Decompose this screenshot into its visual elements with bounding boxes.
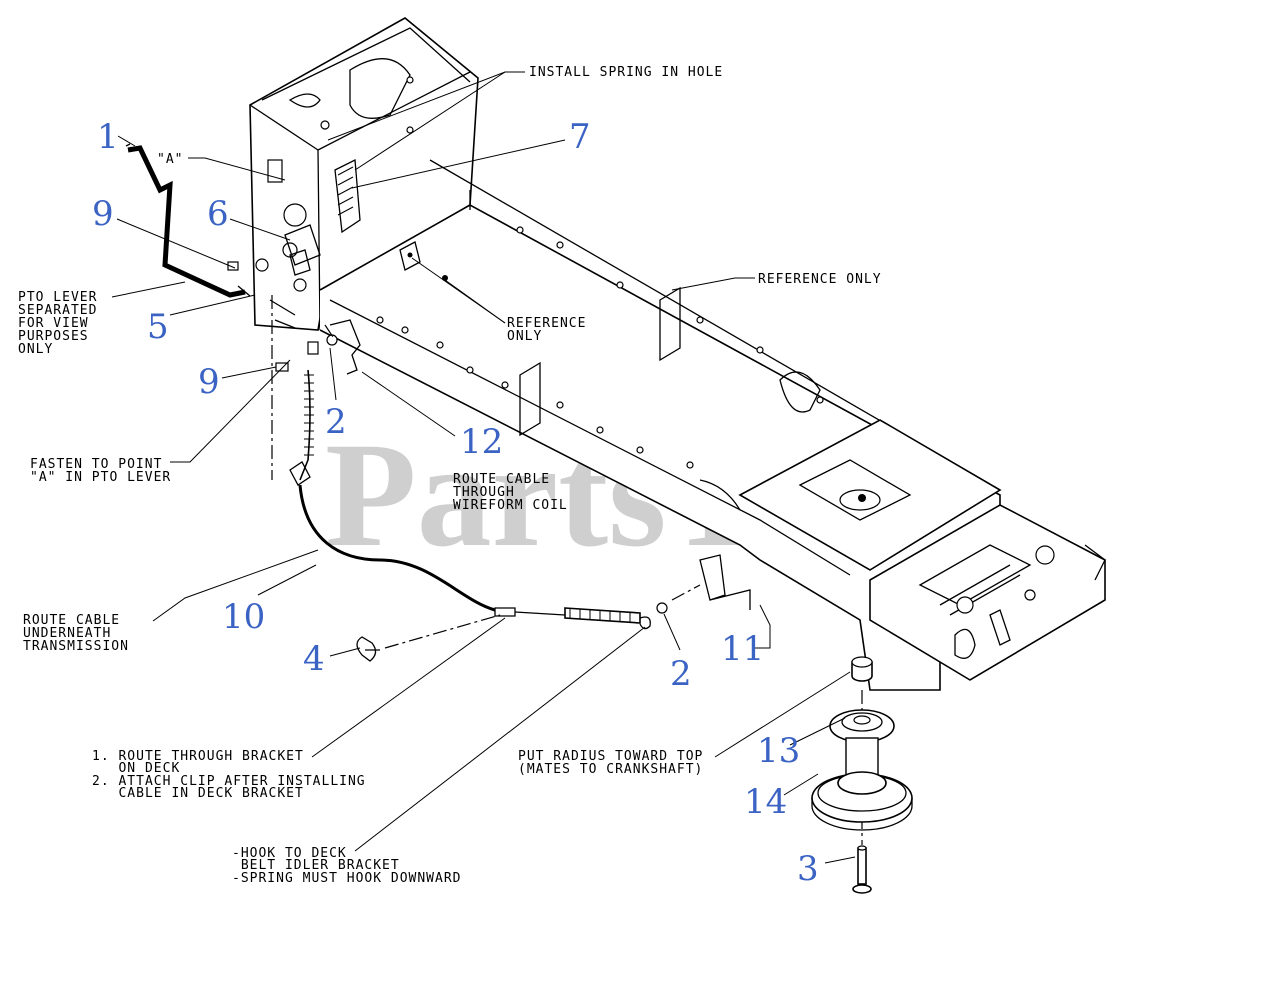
svg-text:-SPRING MUST HOOK DOWNWARD: -SPRING MUST HOOK DOWNWARD (232, 871, 462, 886)
frame-details (399, 241, 448, 281)
callout-6: 6 (207, 194, 229, 234)
pto-lever (127, 145, 246, 298)
pto-bracket-parts (227, 224, 321, 276)
callout-5: 5 (147, 307, 169, 347)
callout-2-lower: 2 (670, 654, 692, 694)
svg-text:INSTALL SPRING IN HOLE: INSTALL SPRING IN HOLE (529, 65, 723, 80)
note-fasten-point: FASTEN TO POINT "A" IN PTO LEVER (30, 457, 171, 485)
svg-text:ONLY: ONLY (18, 342, 53, 357)
callout-3: 3 (797, 849, 819, 889)
note-a-marker: "A" (157, 152, 183, 167)
svg-text:REFERENCE: REFERENCE (507, 316, 586, 331)
svg-text:-HOOK TO DECK: -HOOK TO DECK (232, 846, 347, 861)
svg-text:THROUGH: THROUGH (453, 485, 515, 500)
note-route-bracket: 1. ROUTE THROUGH BRACKET ON DECK 2. ATTA… (92, 749, 366, 801)
note-pto-lever: PTO LEVER SEPARATED FOR VIEW PURPOSES ON… (18, 290, 97, 357)
svg-text:UNDERNEATH: UNDERNEATH (23, 626, 111, 641)
pulley-assembly (811, 656, 913, 894)
callout-7: 7 (569, 117, 591, 157)
svg-text:(MATES TO CRANKSHAFT): (MATES TO CRANKSHAFT) (518, 762, 703, 777)
callout-11: 11 (721, 629, 764, 669)
svg-text:TRANSMISSION: TRANSMISSION (23, 639, 129, 654)
svg-text:PURPOSES: PURPOSES (18, 329, 89, 344)
callout-10: 10 (222, 597, 265, 637)
frame-upright (249, 17, 479, 331)
svg-text:ON DECK: ON DECK (92, 761, 180, 776)
svg-text:CABLE IN DECK BRACKET: CABLE IN DECK BRACKET (92, 786, 304, 801)
svg-text:"A" IN PTO LEVER: "A" IN PTO LEVER (30, 470, 171, 485)
callout-9-lower: 9 (198, 362, 220, 402)
note-route-transmission: ROUTE CABLE UNDERNEATH TRANSMISSION (23, 613, 129, 654)
svg-text:BELT IDLER BRACKET: BELT IDLER BRACKET (232, 858, 400, 873)
note-hook-deck: -HOOK TO DECK BELT IDLER BRACKET -SPRING… (232, 846, 462, 886)
callout-12: 12 (460, 422, 503, 462)
idler-bracket (699, 554, 751, 610)
callout-9: 9 (92, 194, 114, 234)
callout-1: 1 (97, 117, 119, 157)
note-route-wireform: ROUTE CABLE THROUGH WIREFORM COIL (453, 472, 568, 513)
svg-text:1. ROUTE THROUGH BRACKET: 1. ROUTE THROUGH BRACKET (92, 749, 304, 764)
wireform-coil (329, 319, 361, 375)
svg-text:FOR VIEW: FOR VIEW (18, 316, 89, 331)
callout-4: 4 (303, 639, 325, 679)
svg-text:2. ATTACH CLIP AFTER INSTALLIN: 2. ATTACH CLIP AFTER INSTALLING (92, 774, 366, 789)
frame-rails (319, 159, 1106, 691)
svg-text:REFERENCE ONLY: REFERENCE ONLY (758, 272, 882, 287)
note-reference-only: REFERENCE ONLY (758, 272, 882, 287)
hairpin-clip (356, 636, 380, 662)
callout-13: 13 (757, 731, 800, 771)
svg-text:PUT RADIUS TOWARD TOP: PUT RADIUS TOWARD TOP (518, 749, 703, 764)
svg-text:WIREFORM COIL: WIREFORM COIL (453, 498, 568, 513)
svg-text:SEPARATED: SEPARATED (18, 303, 97, 318)
note-install-spring: INSTALL SPRING IN HOLE (529, 65, 723, 80)
callout-14: 14 (744, 782, 787, 822)
svg-text:PTO LEVER: PTO LEVER (18, 290, 97, 305)
svg-text:FASTEN TO POINT: FASTEN TO POINT (30, 457, 162, 472)
leader-lines (111, 71, 856, 864)
svg-text:ROUTE CABLE: ROUTE CABLE (23, 613, 120, 628)
note-put-radius: PUT RADIUS TOWARD TOP (MATES TO CRANKSHA… (518, 749, 703, 777)
svg-text:ONLY: ONLY (507, 329, 542, 344)
svg-text:"A": "A" (157, 152, 183, 167)
svg-text:ROUTE CABLE: ROUTE CABLE (453, 472, 550, 487)
pto-cable (275, 334, 668, 630)
note-reference-only-2: REFERENCE ONLY (507, 316, 586, 344)
notes: INSTALL SPRING IN HOLE "A" REFERENCE ONL… (18, 65, 882, 886)
callouts: 1 9 6 5 7 9 2 12 10 4 2 11 13 14 3 (92, 117, 819, 889)
callout-2: 2 (325, 402, 347, 442)
pto-lever-outline (125, 143, 251, 297)
